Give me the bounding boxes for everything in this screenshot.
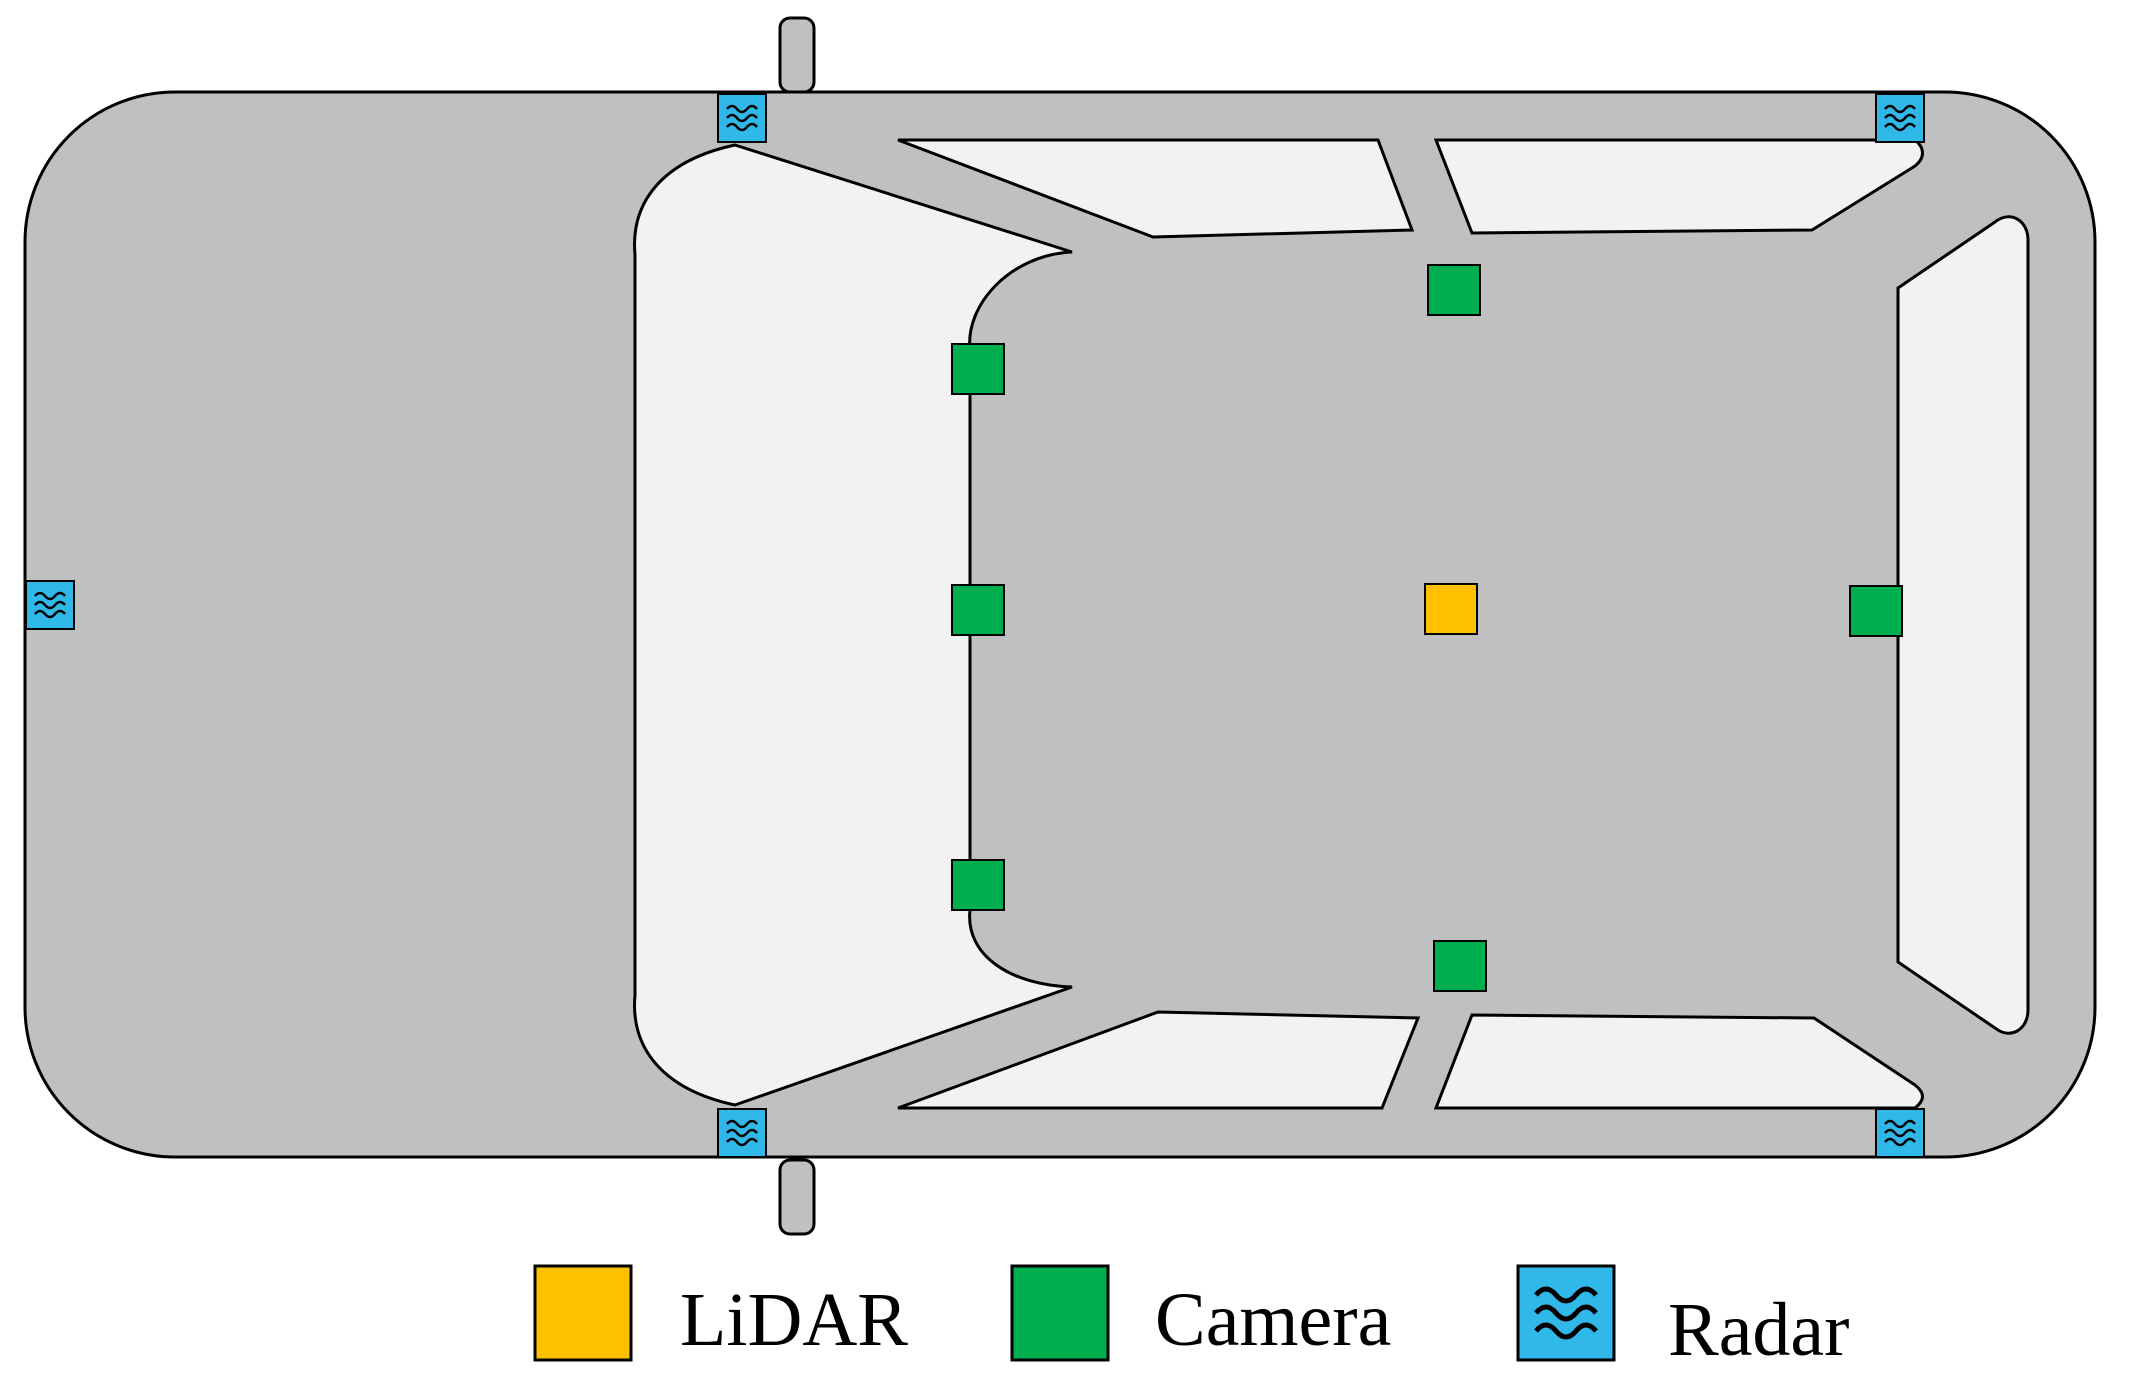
- camera-sensor: [951, 343, 1005, 395]
- rear-window: [1896, 215, 2030, 1035]
- side-window-top-front: [897, 138, 1415, 239]
- camera-sensor: [1849, 585, 1903, 637]
- camera-sensor: [951, 859, 1005, 911]
- right-mirror: [778, 1158, 816, 1236]
- lidar-legend-label: LiDAR: [680, 1278, 908, 1362]
- radar-sensor: [717, 93, 767, 143]
- side-window-bottom-rear: [1433, 1013, 1924, 1110]
- camera-legend-label: Camera: [1155, 1278, 1391, 1362]
- radar-sensor: [1875, 1108, 1925, 1158]
- camera-sensor: [1427, 264, 1481, 316]
- camera-sensor: [951, 584, 1005, 636]
- radar-sensor: [1875, 93, 1925, 143]
- camera-sensor: [1433, 940, 1487, 992]
- lidar-sensor: [1424, 583, 1478, 635]
- radar-sensor: [25, 580, 75, 630]
- radar-legend-swatch: [1516, 1264, 1616, 1362]
- camera-legend-swatch: [1010, 1264, 1110, 1362]
- lidar-legend-swatch: [533, 1264, 633, 1362]
- legend: LiDAR Camera Radar: [533, 1264, 1849, 1372]
- side-window-bottom-front: [897, 1010, 1421, 1110]
- radar-sensor: [717, 1108, 767, 1158]
- radar-legend-label: Radar: [1668, 1288, 1849, 1372]
- left-mirror: [778, 16, 816, 94]
